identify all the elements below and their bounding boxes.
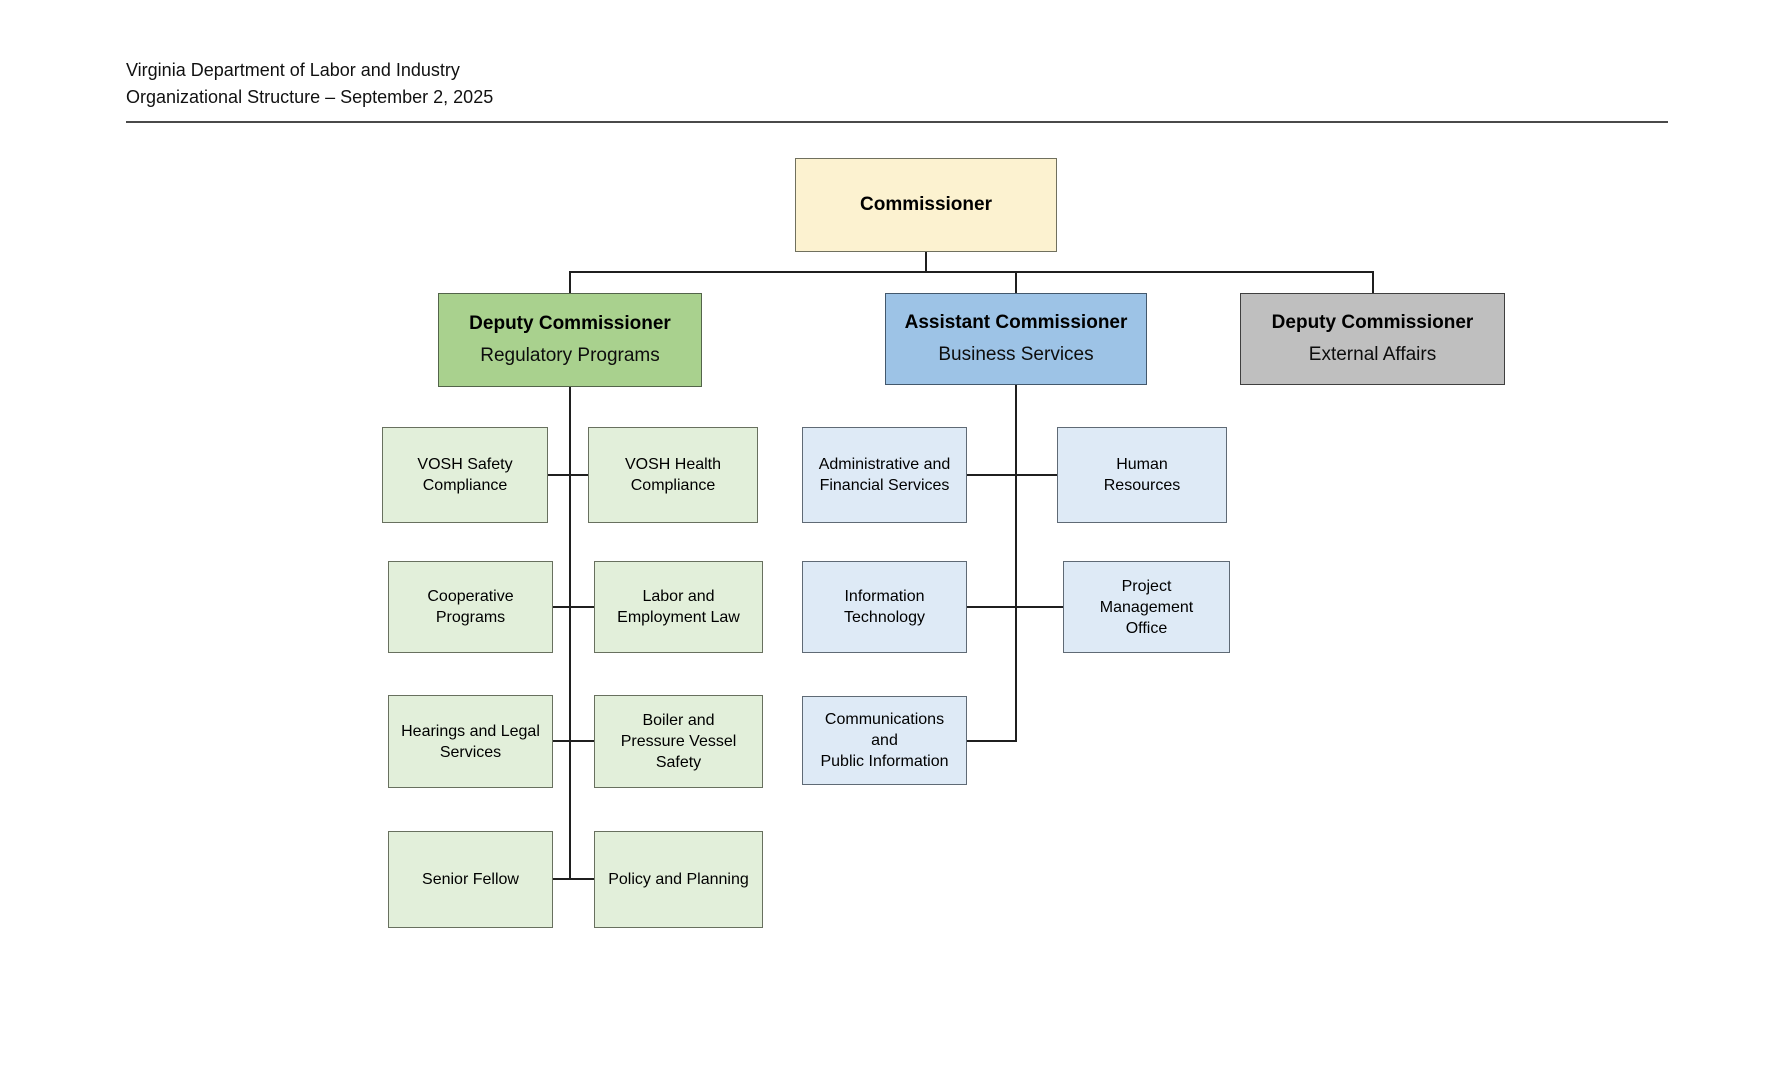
connector-regulatory-row1 <box>548 474 588 476</box>
node-hr-label: Human Resources <box>1103 456 1181 494</box>
node-pmo-label: Project Management Office <box>1099 577 1194 637</box>
node-commissioner: Commissioner <box>795 158 1057 252</box>
connector-drop-regulatory <box>569 271 571 293</box>
node-assistant-commissioner-business: Assistant Commissioner Business Services <box>885 293 1147 385</box>
node-communications-public-information: Communications and Public Information <box>802 696 967 785</box>
connector-regulatory-row2 <box>553 606 594 608</box>
node-hearings-label: Hearings and Legal Services <box>401 722 540 761</box>
header-divider <box>126 121 1668 123</box>
document-title: Virginia Department of Labor and Industr… <box>126 60 460 80</box>
node-external-subtitle: External Affairs <box>1308 344 1437 365</box>
node-admin-fin-label: Administrative and Financial Services <box>818 456 951 494</box>
connector-root-drop <box>925 252 927 272</box>
node-project-management-office: Project Management Office <box>1063 561 1230 653</box>
node-boiler-label: Boiler and Pressure Vessel Safety <box>620 712 737 771</box>
node-regulatory-subtitle: Regulatory Programs <box>480 345 660 366</box>
node-deputy-commissioner-regulatory: Deputy Commissioner Regulatory Programs <box>438 293 702 387</box>
node-vosh-safety-compliance: VOSH Safety Compliance <box>382 427 548 523</box>
node-policy-and-planning: Policy and Planning <box>594 831 763 928</box>
connector-drop-business <box>1015 271 1017 293</box>
node-business-title: Assistant Commissioner <box>904 312 1128 333</box>
node-vosh-health-label: VOSH Health Compliance <box>624 456 722 494</box>
connector-regulatory-row4 <box>553 878 594 880</box>
connector-drop-external <box>1372 271 1374 293</box>
node-policy-label: Policy and Planning <box>608 871 749 888</box>
connector-top-horizontal <box>569 271 1374 273</box>
node-hearings-legal-services: Hearings and Legal Services <box>388 695 553 788</box>
node-cooperative-label: Cooperative Programs <box>427 588 514 626</box>
node-vosh-health-compliance: VOSH Health Compliance <box>588 427 758 523</box>
page-header: Virginia Department of Labor and Industr… <box>126 57 493 111</box>
connector-regulatory-row3 <box>553 740 594 742</box>
node-it-label: Information Technology <box>844 588 925 626</box>
connector-business-row1 <box>967 474 1057 476</box>
connector-business-elbow <box>967 740 1017 742</box>
node-cooperative-programs: Cooperative Programs <box>388 561 553 653</box>
connector-regulatory-trunk <box>569 387 571 880</box>
node-business-subtitle: Business Services <box>938 344 1094 365</box>
node-senior-fellow: Senior Fellow <box>388 831 553 928</box>
node-administrative-financial-services: Administrative and Financial Services <box>802 427 967 523</box>
node-human-resources: Human Resources <box>1057 427 1227 523</box>
connector-business-row2 <box>967 606 1063 608</box>
node-information-technology: Information Technology <box>802 561 967 653</box>
document-subtitle: Organizational Structure – September 2, … <box>126 87 494 107</box>
node-comms-label: Communications and Public Information <box>820 711 949 770</box>
node-labor-law-label: Labor and Employment Law <box>617 588 740 626</box>
node-vosh-safety-label: VOSH Safety Compliance <box>417 456 513 494</box>
node-deputy-commissioner-external: Deputy Commissioner External Affairs <box>1240 293 1505 385</box>
node-boiler-pressure-vessel-safety: Boiler and Pressure Vessel Safety <box>594 695 763 788</box>
node-labor-employment-law: Labor and Employment Law <box>594 561 763 653</box>
node-commissioner-label: Commissioner <box>860 194 992 215</box>
node-regulatory-title: Deputy Commissioner <box>469 313 671 334</box>
node-external-title: Deputy Commissioner <box>1271 312 1474 333</box>
node-senior-fellow-label: Senior Fellow <box>422 871 519 888</box>
connector-business-trunk <box>1015 385 1017 742</box>
